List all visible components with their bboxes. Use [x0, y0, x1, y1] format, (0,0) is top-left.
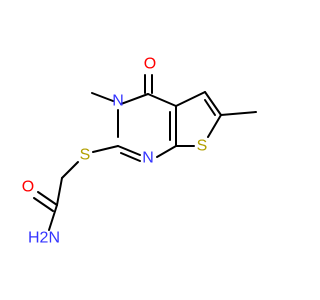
bond-c6-methyl [220, 111, 257, 116]
bond-c2-s [92, 145, 119, 153]
bond-c-o [37, 191, 58, 206]
bond-c-o-double [33, 197, 54, 212]
bond-n1-c7a [156, 145, 177, 158]
bond-c4a-c5 [175, 91, 206, 107]
molecule-structure: O N N S S O H2N [22, 56, 257, 247]
bond-c2-n1-double [120, 152, 141, 162]
atom-n-methyl: N [112, 93, 124, 110]
atom-s-thioether: S [80, 147, 91, 164]
bond-c-nh2 [48, 204, 58, 231]
bond-c2-n1 [117, 145, 141, 156]
atom-o-amide: O [22, 179, 34, 196]
bond-c4-n3 [120, 93, 149, 105]
bond-c5-c6 [204, 91, 222, 116]
bond-s-ch2 [61, 161, 79, 179]
bond-ch2-c [56, 177, 63, 206]
bond-c5-c6-double [204, 99, 216, 116]
atom-s-ring: S [197, 138, 208, 155]
atom-o-carbonyl: O [144, 56, 156, 73]
atom-n-ring: N [142, 150, 154, 167]
bond-c4-c4a [147, 93, 177, 107]
bond-n3-methyl [91, 92, 114, 102]
bonds [33, 74, 257, 231]
atom-labels: O N N S S O H2N [22, 56, 208, 247]
bond-c6-s7 [207, 114, 222, 138]
atom-nh2-amide: H2N [28, 230, 60, 247]
